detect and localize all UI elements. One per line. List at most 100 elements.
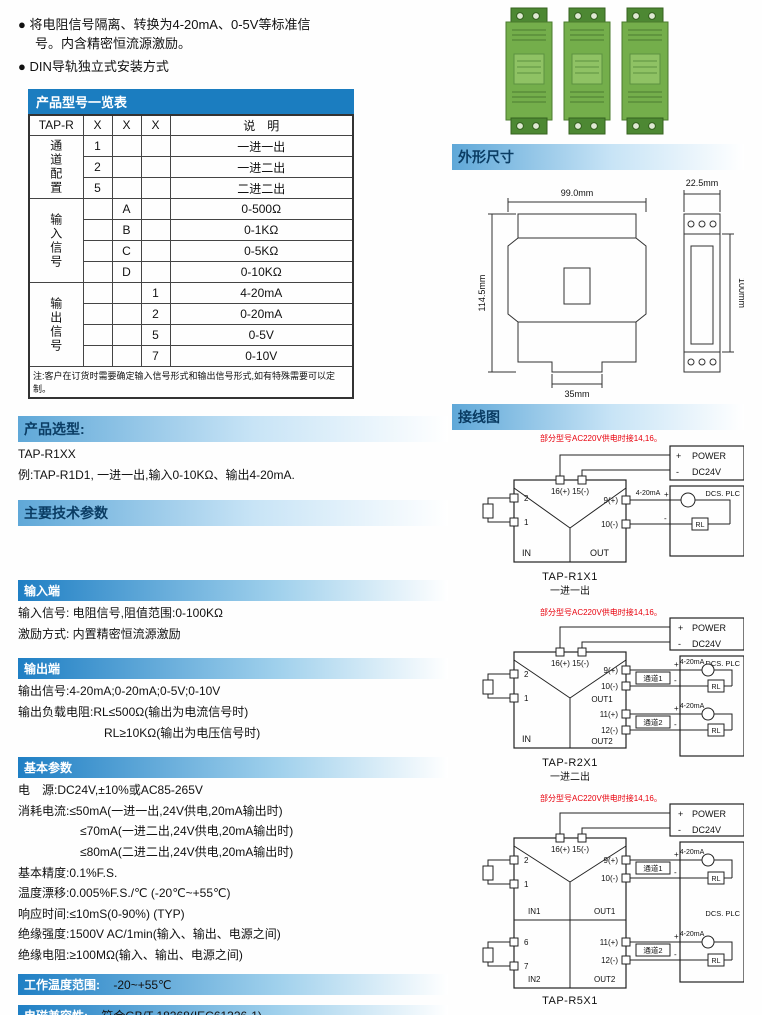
- model-table: TAP-R X X X 说 明 通道配置 1 一进一出 2 一进二出 5 二进二…: [28, 113, 354, 400]
- power-label: POWER: [692, 623, 727, 633]
- rl-label: RL: [696, 522, 705, 529]
- emc-value: 符合GB/T 18268(IEC61326-1): [101, 1009, 262, 1015]
- wiring-diagram-1: 部分型号AC220V供电时接14,16。 POWER DC24V + - 16(…: [482, 433, 744, 597]
- code-cell: 7: [140, 345, 171, 368]
- plus-mark: +: [678, 623, 683, 633]
- terminal-6: 6: [524, 938, 529, 947]
- code-cell: 2: [140, 303, 171, 326]
- group-label-channel: 通道配置: [28, 135, 84, 200]
- loop-current-2: 4-20mA: [680, 703, 705, 710]
- code-cell: C: [111, 240, 142, 263]
- basic-line-current-3: ≤80mA(二进二出,24V供电,20mA输出时): [80, 844, 294, 859]
- terminal-11: 11(+): [600, 710, 619, 719]
- group-label-output: 输出信号: [28, 282, 84, 368]
- basic-line-power: 电 源:DC24V,±10%或AC85-265V: [18, 783, 203, 798]
- channel-1-tag: 通道1: [643, 863, 662, 873]
- terminal-1: 1: [524, 694, 529, 703]
- diagram-3-model: TAP-R5X1: [542, 995, 598, 1007]
- desc-cell: 一进一出: [169, 135, 354, 158]
- code-cell: 1: [140, 282, 171, 305]
- dim-foot-width: 35mm: [564, 389, 589, 399]
- loop-current-1: 4-20mA: [680, 849, 705, 856]
- model-table-header-row: TAP-R X X X 说 明: [28, 114, 354, 137]
- plus-mark: +: [678, 809, 683, 819]
- top-terminals: 16(+) 15(-): [551, 487, 589, 496]
- desc-cell: 0-10V: [169, 345, 354, 368]
- output-line-1: 输出信号:4-20mA;0-20mA;0-5V;0-10V: [18, 684, 221, 699]
- out1-label: OUT1: [594, 907, 616, 916]
- emc-label: 电磁兼容性:: [24, 1009, 88, 1015]
- top-terminals: 16(+) 15(-): [551, 845, 589, 854]
- in1-label: IN1: [528, 907, 541, 916]
- code-cell: 2: [82, 156, 113, 179]
- table-row: 注:客户在订货时需要确定输入信号形式和输出信号形式,如有特殊需要可以定制。: [28, 366, 354, 399]
- in-label: IN: [522, 734, 531, 744]
- dimension-drawing: 99.0mm 114.5mm 35mm 22.5mm 100mm: [477, 178, 744, 399]
- dcs-plc-label: DCS. PLC: [705, 489, 740, 498]
- table-note: 注:客户在订货时需要确定输入信号形式和输出信号形式,如有特殊需要可以定制。: [28, 366, 354, 399]
- basic-line-isolation: 绝缘强度:1500V AC/1min(输入、输出、电源之间): [18, 927, 281, 942]
- ac220-warning: 部分型号AC220V供电时接14,16。: [540, 433, 662, 443]
- loop-current-label: 4-20mA: [636, 490, 661, 497]
- in-label: IN: [522, 548, 531, 558]
- feature-bullet-1: ● 将电阻信号隔离、转换为4-20mA、0-5V等标准信号。内含精密恒流源激励。: [18, 17, 311, 51]
- terminal-12: 12(-): [601, 726, 618, 735]
- table-row: 5 0-5V: [29, 324, 354, 347]
- loop-current-1: 4-20mA: [680, 659, 705, 666]
- terminal-2: 2: [524, 494, 529, 503]
- input-line-2: 激励方式: 内置精密恒流源激励: [18, 626, 181, 641]
- wiring-diagram-3: 部分型号AC220V供电时接14,16。 POWER DC24V + - 16(…: [482, 793, 744, 1007]
- dim-side-width: 22.5mm: [686, 178, 719, 188]
- loop-minus-1: -: [674, 676, 677, 685]
- rl-label-2: RL: [712, 958, 721, 965]
- top-terminals: 16(+) 15(-): [551, 659, 589, 668]
- desc-cell: 0-5KΩ: [169, 240, 354, 263]
- section-title-tech: 主要技术参数: [18, 500, 448, 527]
- code-cell: D: [111, 261, 142, 284]
- desc-cell: 0-1KΩ: [169, 219, 354, 242]
- terminal-10: 10(-): [601, 874, 618, 883]
- loop-minus-2: -: [674, 950, 677, 959]
- dim-front-width: 99.0mm: [561, 188, 594, 198]
- terminal-2: 2: [524, 670, 529, 679]
- rl-label-2: RL: [712, 728, 721, 735]
- minus-mark: -: [676, 467, 679, 477]
- table-row: B 0-1KΩ: [29, 219, 354, 242]
- dim-side-height: 100mm: [737, 278, 744, 308]
- ac220-warning: 部分型号AC220V供电时接14,16。: [540, 607, 662, 617]
- emc-bar: 电磁兼容性: 符合GB/T 18268(IEC61326-1): [18, 1004, 448, 1015]
- channel-2-tag: 通道2: [643, 945, 662, 955]
- basic-line-resistance: 绝缘电阻:≥100MΩ(输入、输出、电源之间): [18, 947, 243, 962]
- basic-line-accuracy: 基本精度:0.1%F.S.: [18, 865, 118, 880]
- code-cell: 5: [82, 177, 113, 200]
- wiring-diagram-2: 部分型号AC220V供电时接14,16。 POWER DC24V + - 16(…: [482, 607, 744, 783]
- loop-minus-1: -: [674, 868, 677, 877]
- channel-1-tag: 通道1: [643, 673, 662, 683]
- selection-model: TAP-R1XX: [18, 447, 76, 462]
- rl-label-1: RL: [712, 876, 721, 883]
- code-cell: 1: [82, 135, 113, 158]
- terminal-11: 11(+): [600, 938, 619, 947]
- terminal-10: 10(-): [601, 520, 618, 529]
- power-label: POWER: [692, 809, 727, 819]
- desc-cell: 二进二出: [169, 177, 354, 200]
- operating-temp-value: -20~+55℃: [113, 977, 172, 992]
- header-prefix: TAP-R: [28, 114, 84, 137]
- loop-minus: -: [664, 514, 667, 523]
- selection-example: 例:TAP-R1D1, 一进一出,输入0-10KΩ、输出4-20mA.: [18, 467, 295, 482]
- basic-line-drift: 温度漂移:0.005%F.S./℃ (-20℃~+55℃): [18, 886, 231, 901]
- ac220-warning: 部分型号AC220V供电时接14,16。: [540, 793, 662, 803]
- output-section-title: 输出端: [18, 658, 448, 680]
- module-photo-2: [563, 7, 611, 135]
- header-desc: 说 明: [169, 114, 354, 137]
- diagram-1-model: TAP-R1X1: [542, 571, 598, 583]
- channel-2-tag: 通道2: [643, 717, 662, 727]
- desc-cell: 0-5V: [169, 324, 354, 347]
- header-x3: X: [140, 114, 171, 137]
- terminal-10: 10(-): [601, 682, 618, 691]
- rl-label-1: RL: [712, 684, 721, 691]
- desc-cell: 0-20mA: [169, 303, 354, 326]
- header-x1: X: [82, 114, 113, 137]
- diagram-2-model: TAP-R2X1: [542, 757, 598, 769]
- terminal-1: 1: [524, 518, 529, 527]
